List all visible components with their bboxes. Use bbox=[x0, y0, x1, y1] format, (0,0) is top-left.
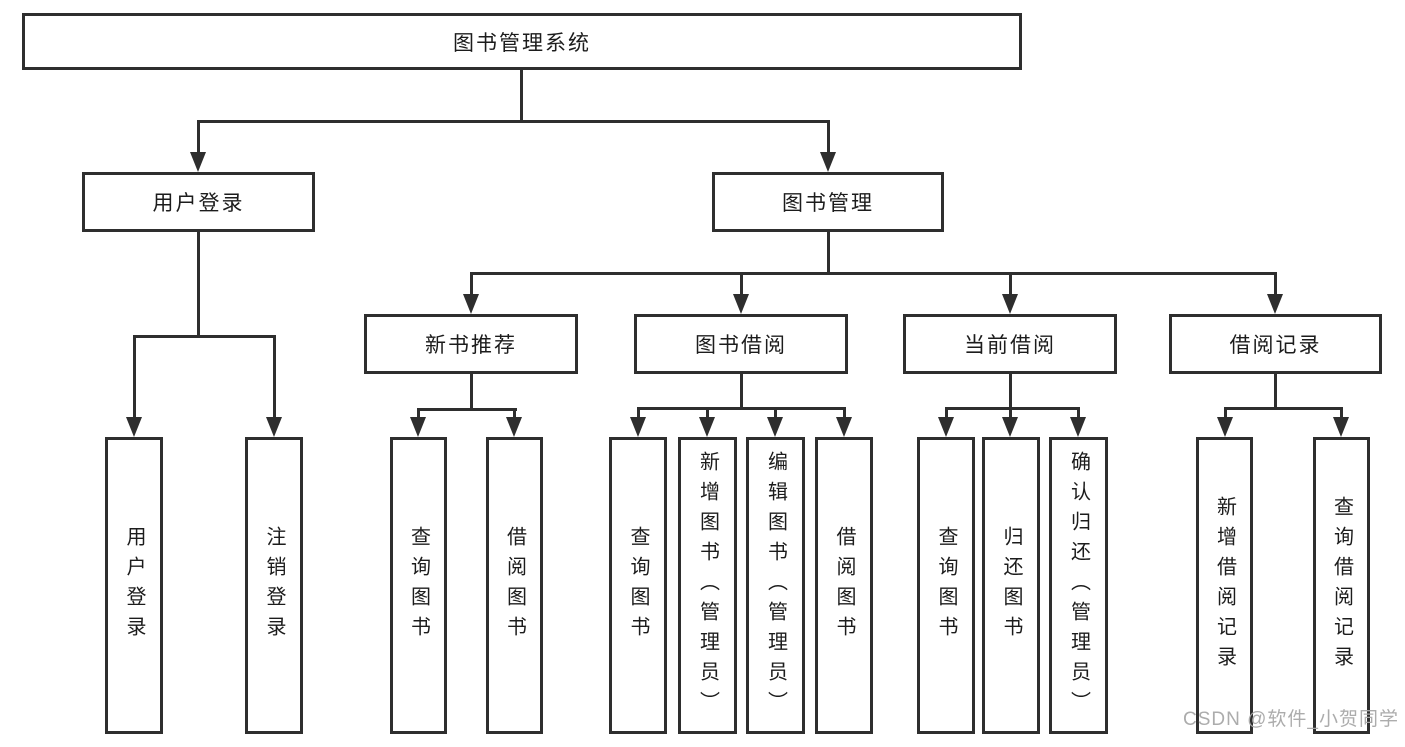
node-leaf-add-book-admin: 新增图书（管理员） bbox=[678, 437, 737, 734]
connector-drop bbox=[1009, 407, 1012, 419]
connector-drop bbox=[1077, 407, 1080, 419]
leaf-label: 注销登录 bbox=[263, 525, 285, 646]
connector-drop bbox=[417, 408, 420, 420]
leaf-label: 用户登录 bbox=[123, 525, 145, 646]
arrowhead-down-icon bbox=[506, 417, 522, 437]
node-leaf-query-books-current: 查询图书 bbox=[917, 437, 975, 734]
arrowhead-down-icon bbox=[820, 152, 836, 172]
node-book-management: 图书管理 bbox=[712, 172, 944, 232]
connector-borrowing-records-bar bbox=[1224, 407, 1343, 410]
arrowhead-down-icon bbox=[1333, 417, 1349, 437]
leaf-label: 查询借阅记录 bbox=[1330, 495, 1353, 676]
leaf-label: 新增图书（管理员） bbox=[696, 450, 719, 721]
connector-drop-borrowing-records bbox=[1274, 272, 1277, 296]
arrowhead-down-icon bbox=[190, 152, 206, 172]
csdn-watermark: CSDN @软件_小贺同学 bbox=[1183, 709, 1399, 730]
connector-drop-user-login bbox=[197, 120, 200, 154]
leaf-label: 借阅图书 bbox=[503, 525, 526, 646]
connector-drop-new-book bbox=[470, 272, 473, 296]
connector-new-book-stem bbox=[470, 373, 473, 408]
node-book-borrowing: 图书借阅 bbox=[634, 314, 848, 374]
connector-drop bbox=[1224, 407, 1227, 419]
node-leaf-logout: 注销登录 bbox=[245, 437, 303, 734]
connector-drop bbox=[945, 407, 948, 419]
arrowhead-down-icon bbox=[938, 417, 954, 437]
leaf-label: 查询图书 bbox=[407, 525, 430, 646]
node-borrowing-records: 借阅记录 bbox=[1169, 314, 1382, 374]
connector-drop-leaf-user-login bbox=[133, 335, 136, 419]
connector-book-borrowing-stem bbox=[740, 373, 743, 407]
leaf-label: 查询图书 bbox=[935, 525, 957, 646]
node-leaf-query-books-borrowing: 查询图书 bbox=[609, 437, 667, 734]
node-leaf-add-borrow-record: 新增借阅记录 bbox=[1196, 437, 1253, 734]
arrowhead-down-icon bbox=[836, 417, 852, 437]
node-leaf-borrow-books-recommend: 借阅图书 bbox=[486, 437, 543, 734]
connector-current-borrowing-bar bbox=[945, 407, 1080, 410]
connector-drop-leaf-logout bbox=[273, 335, 276, 419]
node-current-borrowing: 当前借阅 bbox=[903, 314, 1117, 374]
arrowhead-down-icon bbox=[767, 417, 783, 437]
arrowhead-down-icon bbox=[1070, 417, 1086, 437]
connector-drop bbox=[706, 407, 709, 419]
node-new-book-recommendation: 新书推荐 bbox=[364, 314, 578, 374]
leaf-label: 查询图书 bbox=[627, 525, 649, 646]
leaf-label: 归还图书 bbox=[1000, 525, 1022, 646]
connector-book-management-stem bbox=[827, 231, 830, 272]
connector-drop bbox=[843, 407, 846, 419]
connector-book-borrowing-bar bbox=[637, 407, 846, 410]
node-library-management-system: 图书管理系统 bbox=[22, 13, 1022, 70]
arrowhead-down-icon bbox=[1002, 294, 1018, 314]
node-leaf-query-borrow-record: 查询借阅记录 bbox=[1313, 437, 1370, 734]
leaf-label: 编辑图书（管理员） bbox=[764, 450, 787, 721]
connector-drop-current-borrowing bbox=[1009, 272, 1012, 296]
connector-current-borrowing-stem bbox=[1009, 373, 1012, 407]
connector-drop-book-borrowing bbox=[740, 272, 743, 296]
leaf-label: 确认归还（管理员） bbox=[1067, 450, 1090, 721]
arrowhead-down-icon bbox=[126, 417, 142, 437]
arrowhead-down-icon bbox=[1267, 294, 1283, 314]
leaf-label: 借阅图书 bbox=[833, 525, 855, 646]
arrowhead-down-icon bbox=[266, 417, 282, 437]
arrowhead-down-icon bbox=[699, 417, 715, 437]
connector-book-management-bar bbox=[470, 272, 1277, 275]
arrowhead-down-icon bbox=[463, 294, 479, 314]
arrowhead-down-icon bbox=[1002, 417, 1018, 437]
node-user-login: 用户登录 bbox=[82, 172, 315, 232]
connector-root-bar bbox=[197, 120, 830, 123]
arrowhead-down-icon bbox=[1217, 417, 1233, 437]
connector-drop bbox=[774, 407, 777, 419]
connector-root-stem bbox=[520, 69, 523, 120]
connector-drop-book-management bbox=[827, 120, 830, 154]
arrowhead-down-icon bbox=[410, 417, 426, 437]
node-leaf-confirm-return-admin: 确认归还（管理员） bbox=[1049, 437, 1108, 734]
node-leaf-borrow-books-borrowing: 借阅图书 bbox=[815, 437, 873, 734]
connector-new-book-bar bbox=[417, 408, 517, 411]
leaf-label: 新增借阅记录 bbox=[1213, 495, 1236, 676]
connector-drop bbox=[1340, 407, 1343, 419]
node-leaf-query-books-recommend: 查询图书 bbox=[390, 437, 447, 734]
arrowhead-down-icon bbox=[733, 294, 749, 314]
connector-user-login-stem bbox=[197, 231, 200, 335]
connector-user-login-bar bbox=[133, 335, 276, 338]
node-leaf-edit-book-admin: 编辑图书（管理员） bbox=[746, 437, 805, 734]
connector-drop bbox=[637, 407, 640, 419]
arrowhead-down-icon bbox=[630, 417, 646, 437]
connector-drop bbox=[513, 408, 516, 420]
node-leaf-return-book: 归还图书 bbox=[982, 437, 1040, 734]
connector-borrowing-records-stem bbox=[1274, 373, 1277, 407]
node-leaf-user-login: 用户登录 bbox=[105, 437, 163, 734]
